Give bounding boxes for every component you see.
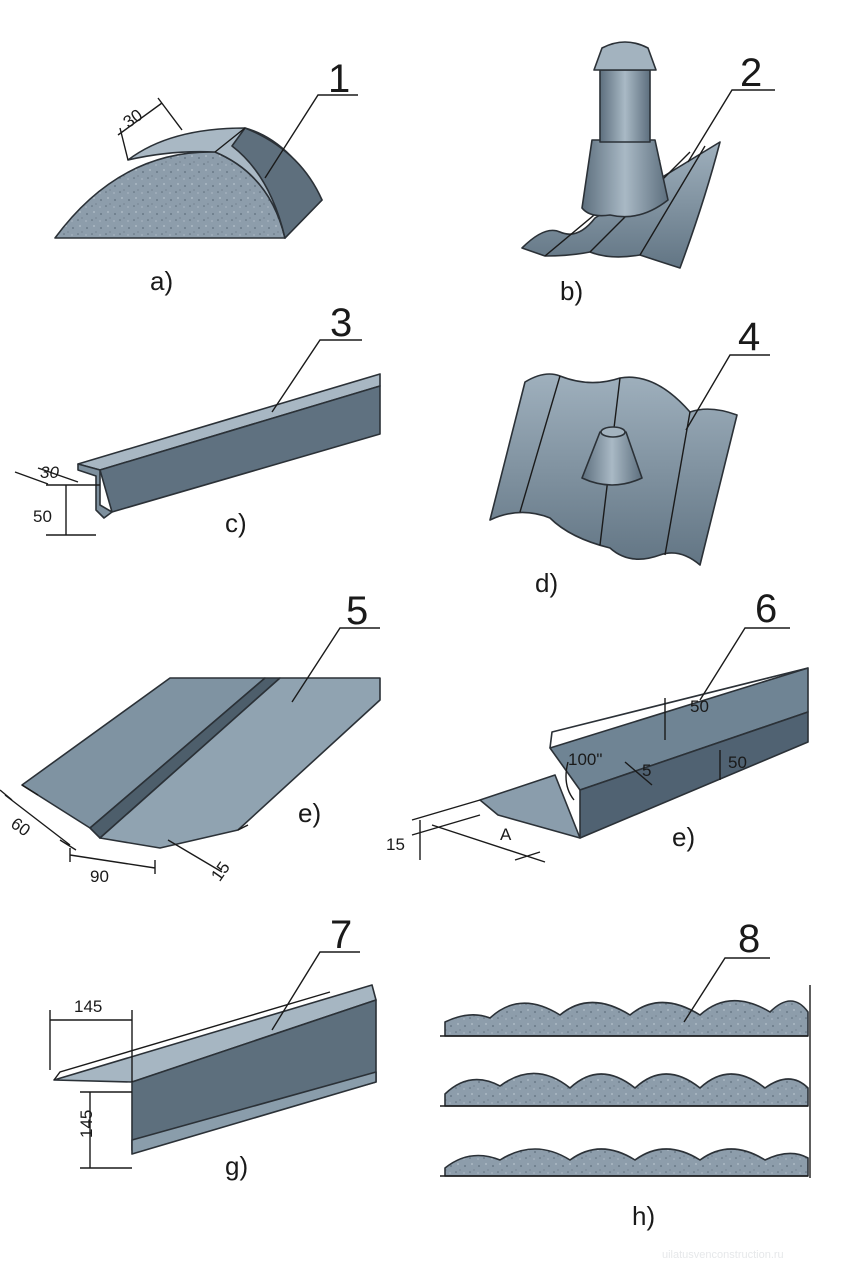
dimension-5-label: 5: [642, 761, 651, 780]
channel-end: [77, 463, 113, 519]
leader-line-2: [687, 89, 775, 163]
item-number-8: 8: [738, 917, 760, 961]
panel-e-stepped-flashing: 50 100" 5 50 15 A 6 e): [386, 587, 809, 863]
dimension-angle-label: 100": [568, 750, 602, 769]
leader-line-1: [264, 94, 358, 179]
valley-right-wing: [99, 677, 381, 849]
leader-line-3: [271, 339, 362, 413]
vent-pipe-body: [599, 69, 651, 143]
panel-label-e-2: e): [672, 822, 695, 852]
panel-a-ridge-tile: 30 1 a): [54, 57, 358, 296]
panel-label-a: a): [150, 266, 173, 296]
flashing-base-plate: [479, 774, 581, 839]
item-number-2: 2: [740, 51, 762, 95]
item-number-3: 3: [330, 301, 352, 345]
panel-b-vent-pipe-on-corrugated-sheet: 2 b): [521, 41, 775, 306]
dimension-30-label: 30: [120, 105, 146, 131]
dimension-50-side-label: 50: [728, 753, 747, 772]
ridge-tile-side-face: [231, 127, 323, 239]
dimension-15-label: 15: [207, 858, 233, 884]
item-number-7: 7: [330, 913, 352, 957]
panel-d-pass-through-tile: 4 d): [489, 315, 770, 598]
leader-line-6: [699, 627, 790, 701]
pass-through-cone: [581, 431, 643, 486]
dimension-60-label: 60: [7, 814, 33, 840]
item-number-4: 4: [738, 315, 760, 359]
channel-web: [99, 385, 381, 513]
item-number-6: 6: [755, 587, 777, 631]
item-number-1: 1: [328, 57, 350, 101]
panel-h-corrugated-sheet-profiles: 8 h): [440, 917, 811, 1231]
flashing-step: [579, 711, 809, 839]
dimension-a-label: A: [500, 825, 512, 844]
panel-label-d: d): [535, 568, 558, 598]
leader-line-7: [271, 951, 360, 1031]
angle-drip-edge: [131, 1071, 377, 1155]
leader-line-5: [291, 627, 380, 703]
dimension-30-label: 30: [40, 463, 59, 482]
panel-label-g: g): [225, 1151, 248, 1181]
pipe-flashing-cone: [581, 139, 669, 218]
panel-c-channel-profile: 30 50 3 c): [14, 301, 381, 538]
panel-label-h: h): [632, 1201, 655, 1231]
dimension-90-label: 90: [90, 867, 109, 886]
watermark: uilatusvenconstruction.ru: [662, 1249, 784, 1261]
leader-line-4: [685, 354, 770, 431]
profile-sheet-2: [444, 1072, 809, 1107]
flashing-top: [549, 667, 809, 749]
panel-label-b: b): [560, 276, 583, 306]
dimension-line: [117, 102, 163, 136]
profile-sheet-3: [444, 1148, 809, 1177]
dimension-145-height-label: 145: [77, 1110, 96, 1138]
panel-e-valley-flashing: 60 90 15 5 e): [0, 589, 381, 886]
dimension-145-width-label: 145: [74, 997, 102, 1016]
panel-label-c: c): [225, 508, 247, 538]
vent-pipe-cap: [593, 41, 657, 71]
dimension-50-label: 50: [33, 507, 52, 526]
leader-line-8: [683, 957, 770, 1023]
panel-g-eaves-angle: 145 145 7 g): [49, 913, 377, 1181]
profile-sheet-1: [444, 999, 809, 1037]
item-number-5: 5: [346, 589, 368, 633]
dimension-50-top-label: 50: [690, 697, 709, 716]
dimension-15-label: 15: [386, 835, 405, 854]
panel-label-e-1: e): [298, 798, 321, 828]
